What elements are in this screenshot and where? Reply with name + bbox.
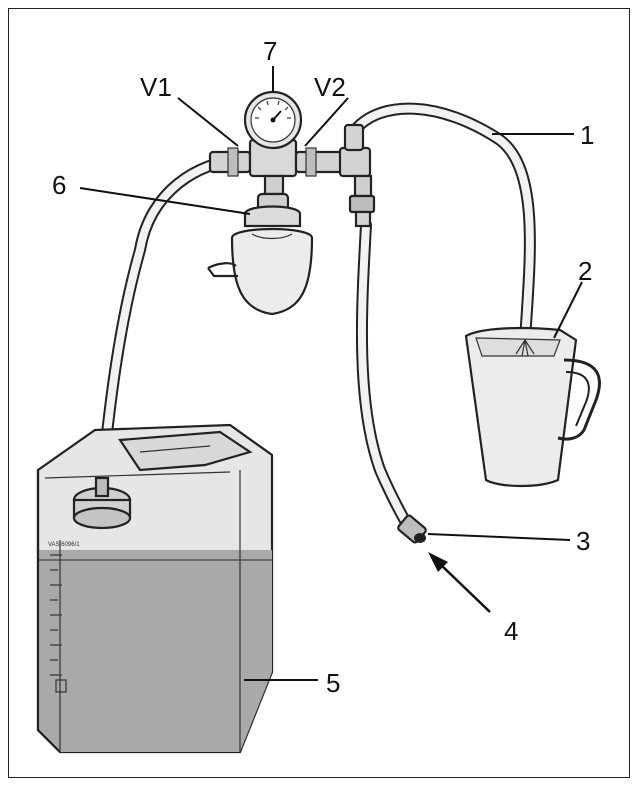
label-3: 3 [576, 526, 590, 556]
label-v2: V2 [314, 72, 346, 102]
label-7: 7 [263, 36, 277, 66]
label-2: 2 [578, 256, 592, 286]
leader-3 [427, 533, 571, 541]
hose-to-connector [355, 219, 416, 536]
canister: VAS 6096/1 [36, 423, 274, 754]
arrow-4 [428, 552, 491, 613]
liquid-fill [38, 550, 272, 752]
measuring-jug [464, 326, 601, 488]
hose-connector [397, 514, 427, 544]
label-1: 1 [580, 120, 594, 150]
leader-6 [79, 187, 251, 215]
leader-v1 [177, 97, 239, 147]
t-piece [338, 123, 376, 228]
leader-v2 [304, 97, 349, 147]
label-4: 4 [504, 616, 518, 646]
label-v1: V1 [140, 72, 172, 102]
hose-1 [349, 102, 536, 346]
pressure-gauge [243, 90, 303, 150]
canister-scale-text: VAS 6096/1 [48, 542, 80, 548]
leader-2 [553, 281, 583, 339]
label-6: 6 [52, 170, 66, 200]
label-5: 5 [326, 668, 340, 698]
vacuum-bulb [207, 192, 314, 316]
hose-canister-to-valve [96, 154, 244, 486]
